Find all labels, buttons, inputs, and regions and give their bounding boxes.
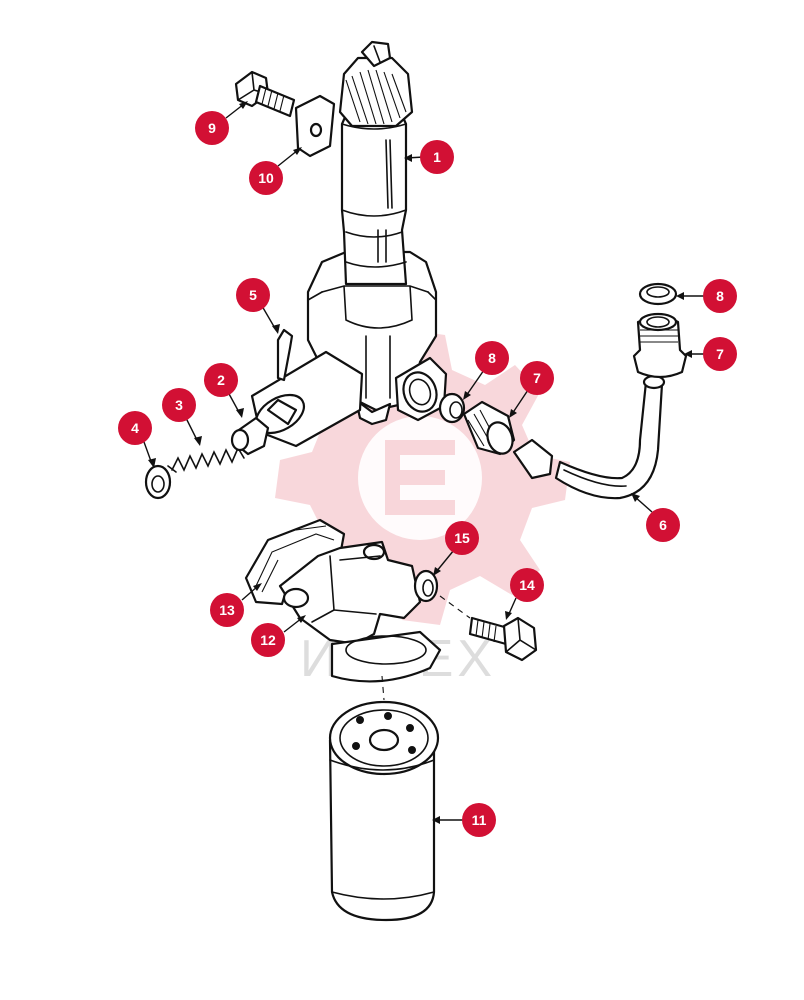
callout-9[interactable]: 9 bbox=[195, 111, 229, 145]
svg-text:7: 7 bbox=[533, 370, 541, 386]
callout-4[interactable]: 4 bbox=[118, 411, 152, 445]
callout-7-upper[interactable]: 7 bbox=[703, 337, 737, 371]
callout-5[interactable]: 5 bbox=[236, 278, 270, 312]
svg-text:13: 13 bbox=[219, 602, 235, 618]
callout-8-lower[interactable]: 8 bbox=[475, 341, 509, 375]
part-valve-plunger bbox=[230, 416, 270, 456]
svg-text:14: 14 bbox=[519, 577, 535, 593]
svg-text:12: 12 bbox=[260, 632, 276, 648]
part-plate bbox=[294, 94, 336, 158]
part-seal-ring-lower bbox=[438, 392, 466, 424]
callout-7-lower[interactable]: 7 bbox=[520, 361, 554, 395]
svg-text:5: 5 bbox=[249, 287, 257, 303]
part-fitting-upper bbox=[632, 312, 688, 379]
callout-10[interactable]: 10 bbox=[249, 161, 283, 195]
callout-13[interactable]: 13 bbox=[210, 593, 244, 627]
part-spring bbox=[167, 446, 249, 473]
svg-text:11: 11 bbox=[472, 812, 487, 828]
part-flange-bolt bbox=[468, 616, 538, 662]
svg-text:3: 3 bbox=[175, 397, 183, 413]
part-filter-cartridge bbox=[328, 700, 440, 922]
part-cotter-pin bbox=[276, 328, 294, 382]
part-filter-head bbox=[278, 540, 442, 683]
part-bolt bbox=[234, 70, 296, 118]
callout-14[interactable]: 14 bbox=[510, 568, 544, 602]
part-washer-small bbox=[144, 464, 172, 500]
callout-2[interactable]: 2 bbox=[204, 363, 238, 397]
callout-3[interactable]: 3 bbox=[162, 388, 196, 422]
part-o-ring bbox=[413, 569, 439, 603]
svg-text:7: 7 bbox=[716, 346, 724, 362]
callout-8-upper[interactable]: 8 bbox=[703, 279, 737, 313]
callout-15[interactable]: 15 bbox=[445, 521, 479, 555]
svg-text:8: 8 bbox=[716, 288, 724, 304]
part-seal-cap-upper bbox=[638, 282, 678, 306]
part-fitting-lower bbox=[462, 400, 516, 456]
svg-text:10: 10 bbox=[258, 170, 274, 186]
callout-6[interactable]: 6 bbox=[646, 508, 680, 542]
callout-1[interactable]: 1 bbox=[420, 140, 454, 174]
svg-text:9: 9 bbox=[208, 120, 216, 136]
callout-12[interactable]: 12 bbox=[251, 623, 285, 657]
svg-text:1: 1 bbox=[433, 149, 441, 165]
svg-text:6: 6 bbox=[659, 517, 667, 533]
svg-text:8: 8 bbox=[488, 350, 496, 366]
svg-text:4: 4 bbox=[131, 420, 139, 436]
callout-11[interactable]: 11 bbox=[462, 803, 496, 837]
svg-text:15: 15 bbox=[454, 530, 470, 546]
part-oil-tube bbox=[512, 374, 666, 500]
svg-text:2: 2 bbox=[217, 372, 225, 388]
